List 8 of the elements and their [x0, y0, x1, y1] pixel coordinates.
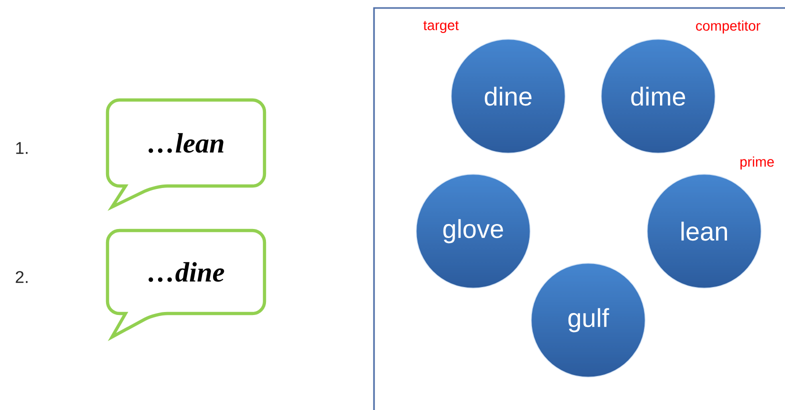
list-number: 2. — [16, 271, 28, 283]
list-number: 1. — [16, 142, 28, 154]
circle-label: competitor — [696, 20, 760, 34]
circle-label: prime — [740, 156, 774, 170]
speech-bubble: …dine — [106, 228, 266, 339]
circle-label: target — [423, 21, 459, 33]
panel-frame — [373, 7, 785, 410]
speech-bubble: …lean — [106, 98, 266, 209]
